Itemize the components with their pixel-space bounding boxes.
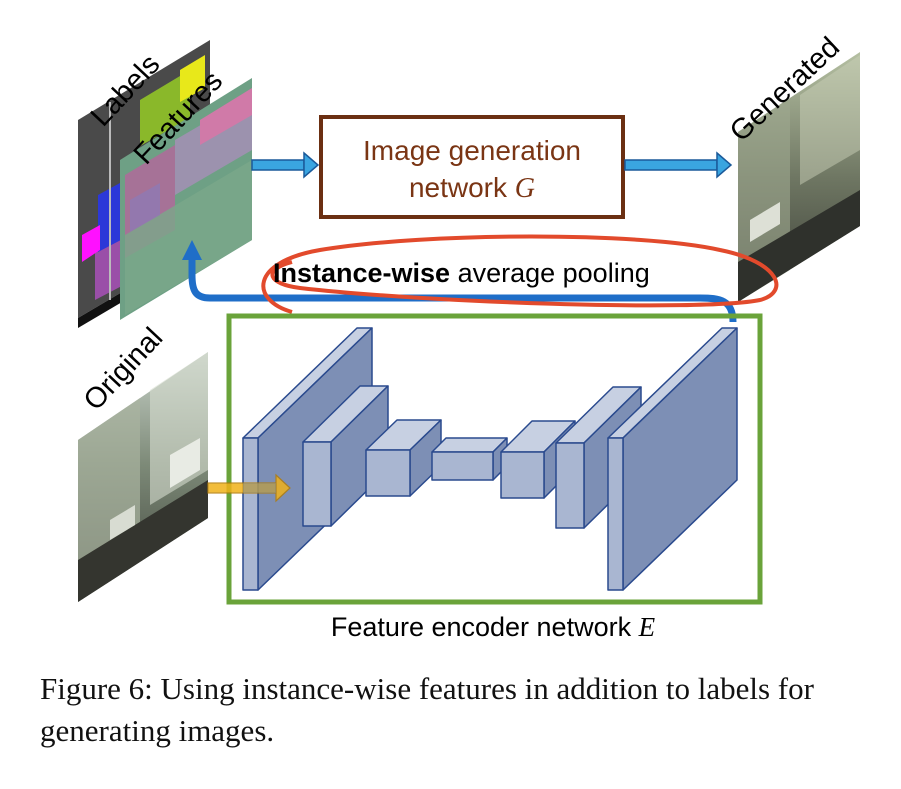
pooling-label: Instance-wise average pooling [273, 258, 650, 288]
pooling-feedback-arrow [182, 240, 737, 323]
generator-label-line1: Image generation [363, 135, 581, 166]
highlight-loop [261, 234, 779, 314]
encoder-box [226, 313, 763, 605]
encoder-layer-4 [431, 437, 508, 481]
encoder-layer-7 [607, 327, 738, 591]
features-panel [120, 78, 252, 320]
pooling-label-bold: Instance-wise [273, 258, 450, 288]
original-panel [78, 352, 208, 602]
encoder-layer-2 [302, 385, 389, 527]
original-to-encoder-arrow [207, 473, 291, 503]
encoder-variable: E [638, 612, 656, 642]
generator-to-output-arrow [624, 151, 733, 179]
generator-box: Image generation network G [319, 115, 625, 219]
encoder-layer-3 [365, 419, 442, 497]
svg-text:network G: network G [409, 172, 535, 204]
generator-label-line2: network [409, 172, 515, 203]
encoder-layers [242, 327, 738, 591]
pooling-label-rest: average pooling [450, 258, 650, 288]
generator-variable: G [515, 173, 535, 204]
features-to-generator-arrow [251, 151, 320, 179]
figure-caption: Figure 6: Using instance-wise features i… [40, 671, 814, 748]
encoder-label: Feature encoder network E [331, 612, 656, 642]
generated-panel [738, 52, 860, 302]
encoder-label-prefix: Feature encoder network [331, 612, 639, 642]
